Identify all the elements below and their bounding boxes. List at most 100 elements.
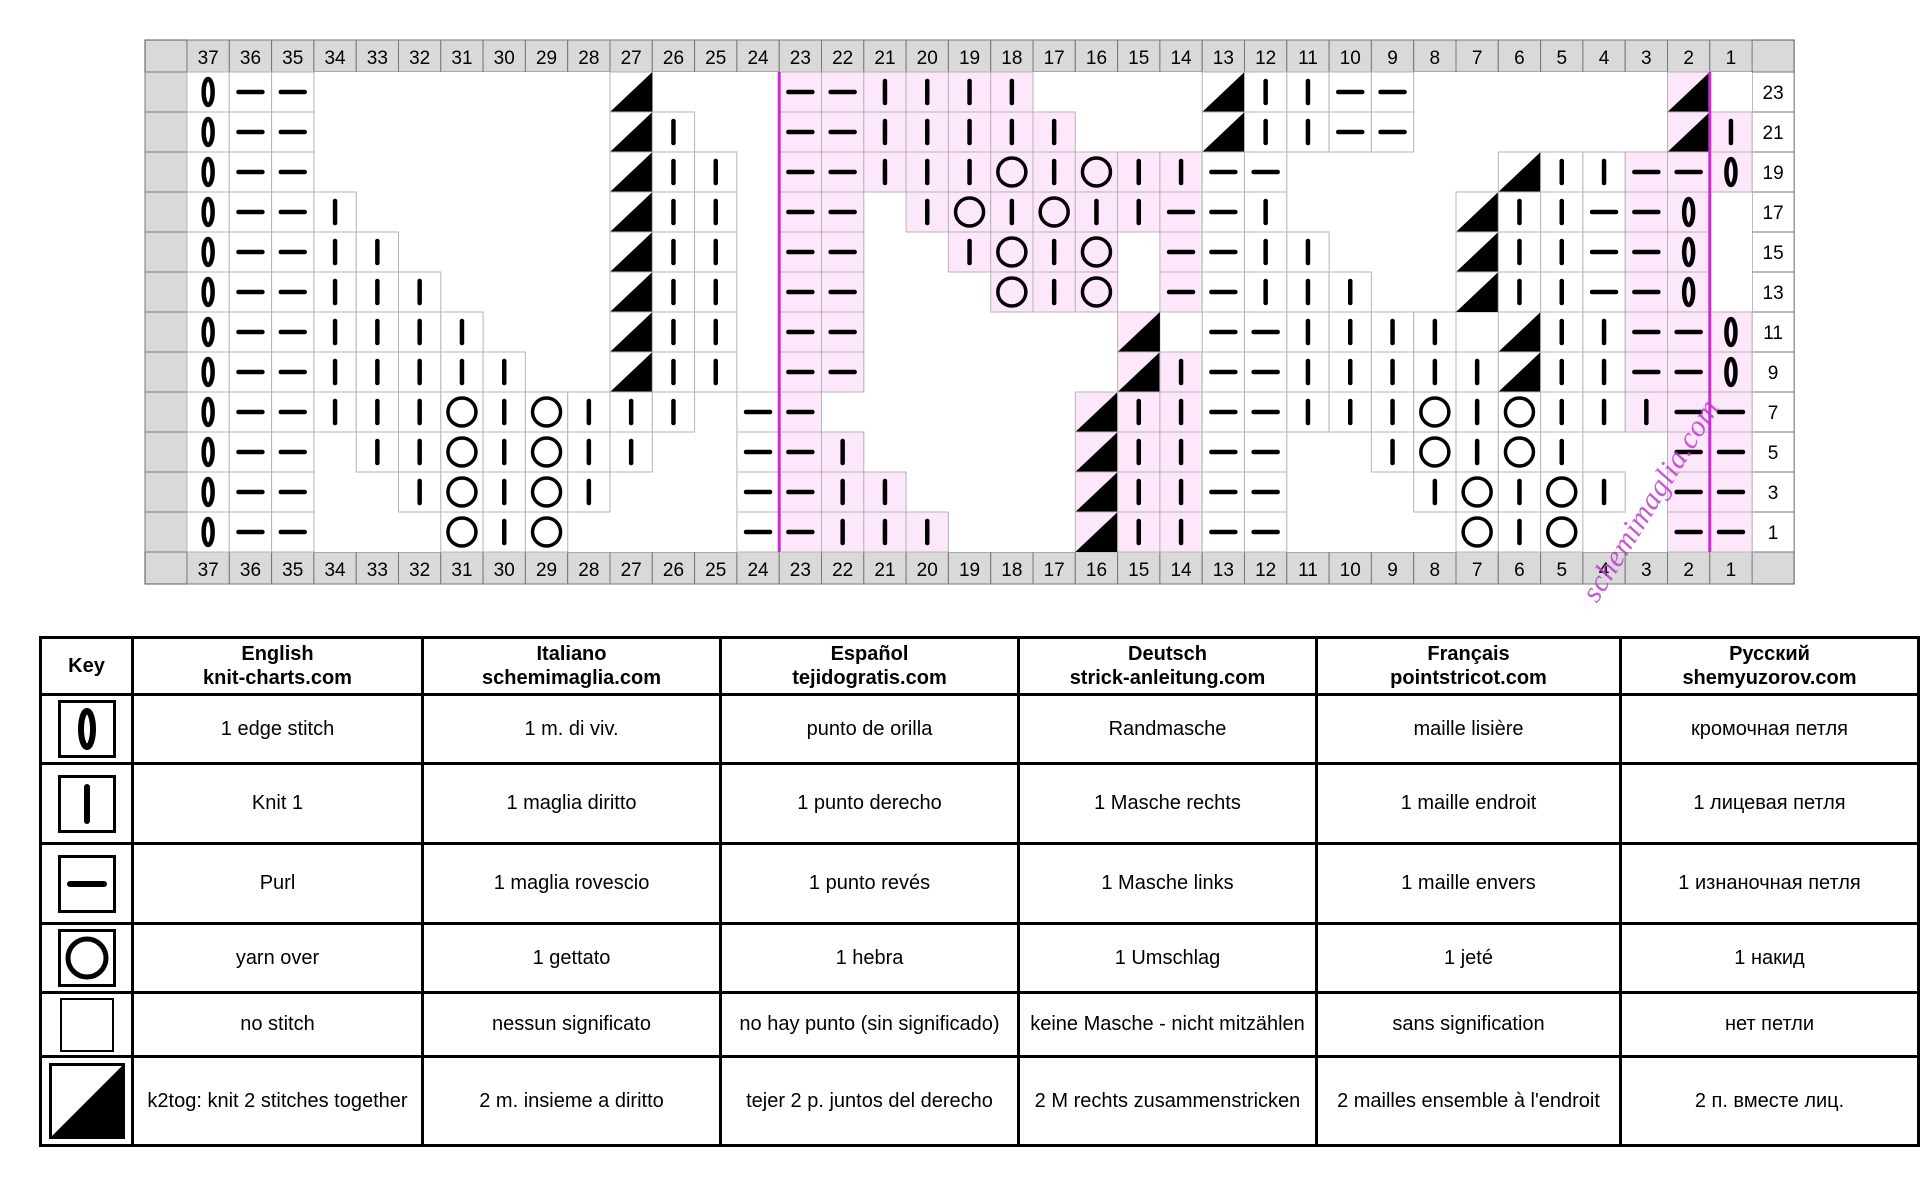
column-number: 25 (705, 48, 726, 69)
side-cell (144, 431, 188, 473)
yarn-over-symbol (1080, 156, 1113, 188)
row-number-cell (1751, 511, 1795, 553)
column-header-cell (863, 39, 907, 73)
key-text: кромочная петля (1619, 693, 1920, 765)
side-cell (144, 111, 188, 153)
yarn-over-symbol (530, 516, 563, 548)
row-number: 17 (1763, 203, 1784, 224)
purl-icon (57, 854, 116, 913)
k2tog-symbol (1075, 432, 1118, 472)
column-footer-cell (1328, 551, 1372, 585)
yarn-over-symbol (1546, 516, 1578, 548)
k2tog-symbol (1117, 312, 1160, 352)
column-number: 30 (494, 560, 515, 581)
side-cell (144, 271, 188, 313)
column-number: 4 (1599, 560, 1610, 581)
column-header-cell (271, 39, 315, 73)
column-number: 18 (1001, 560, 1022, 581)
key-text: 1 hebra (719, 922, 1020, 994)
column-footer-cell (990, 551, 1034, 585)
side-cell (144, 231, 188, 273)
k2tog-symbol (1202, 72, 1245, 112)
column-number: 11 (1298, 48, 1318, 69)
column-number: 28 (578, 560, 599, 581)
column-number: 10 (1340, 560, 1361, 581)
edge-stitch-symbol (1724, 356, 1738, 388)
edge-stitch-symbol (201, 516, 215, 548)
row-number: 7 (1768, 403, 1779, 424)
k2tog-symbol (1075, 512, 1118, 552)
column-number: 1 (1726, 48, 1737, 69)
key-row-yarn-over: yarn over 1 gettato 1 hebra 1 Umschlag 1… (39, 922, 1920, 994)
key-text: 1 Umschlag (1017, 922, 1318, 994)
column-number: 7 (1472, 48, 1483, 69)
column-number: 1 (1726, 560, 1737, 581)
column-number: 4 (1599, 48, 1610, 69)
key-text: 1 edge stitch (131, 693, 424, 765)
k2tog-symbol (1075, 392, 1118, 432)
side-cell (144, 391, 188, 433)
column-number: 26 (663, 560, 684, 581)
key-symbol-cell (39, 762, 134, 845)
column-number: 9 (1387, 560, 1398, 581)
side-cell (144, 311, 188, 353)
yarn-over-symbol (1038, 196, 1070, 228)
column-number: 13 (1213, 560, 1234, 581)
column-number: 12 (1255, 560, 1276, 581)
key-text: 1 maille envers (1315, 842, 1622, 925)
column-header-cell (186, 39, 230, 73)
key-text: 2 mailles ensemble à l'endroit (1315, 1055, 1622, 1147)
yarn-over-symbol (1419, 436, 1451, 468)
yarn-over-symbol (530, 436, 563, 468)
yarn-over-icon (57, 929, 116, 987)
no-stitch-icon (59, 997, 114, 1052)
column-header-cell (609, 39, 653, 73)
yarn-over-symbol (1503, 436, 1536, 468)
key-symbol-cell (39, 922, 134, 994)
column-number: 35 (282, 48, 303, 69)
column-number: 21 (874, 48, 895, 69)
column-header-cell (398, 39, 442, 73)
key-text: 1 maille endroit (1315, 762, 1622, 845)
row-number: 9 (1768, 363, 1779, 384)
k2tog-symbol (1498, 352, 1541, 392)
column-number: 16 (1086, 560, 1107, 581)
column-header-cell (1117, 39, 1161, 73)
column-number: 8 (1430, 560, 1441, 581)
yarn-over-symbol (446, 436, 478, 468)
column-number: 32 (409, 48, 430, 69)
k2tog-symbol (1667, 112, 1710, 152)
key-symbol-cell (39, 1055, 134, 1147)
column-footer-cell (1117, 551, 1161, 585)
row-number-cell (1751, 471, 1795, 513)
column-number: 26 (663, 48, 684, 69)
edge-stitch-symbol (1681, 276, 1696, 308)
k2tog-symbol (1202, 112, 1245, 152)
edge-stitch-symbol (201, 156, 215, 188)
column-number: 29 (536, 560, 557, 581)
key-text: 1 Masche links (1017, 842, 1318, 925)
column-number: 24 (747, 48, 769, 69)
column-number: 14 (1170, 560, 1192, 581)
edge-stitch-symbol (201, 476, 215, 508)
column-footer-cell (905, 551, 949, 585)
column-header-cell (905, 39, 949, 73)
k2tog-symbol (610, 272, 653, 312)
column-number: 22 (832, 48, 853, 69)
column-header-cell (1455, 39, 1499, 73)
row-number-cell (1751, 111, 1795, 153)
row-number: 15 (1763, 243, 1784, 264)
column-number: 18 (1001, 48, 1022, 69)
key-text: 1 maglia diritto (421, 762, 722, 845)
key-text: keine Masche - nicht mitzählen (1017, 991, 1318, 1058)
column-number: 5 (1556, 48, 1567, 69)
k2tog-symbol (1456, 192, 1499, 232)
key-text: yarn over (131, 922, 424, 994)
edge-stitch-symbol (201, 436, 215, 468)
